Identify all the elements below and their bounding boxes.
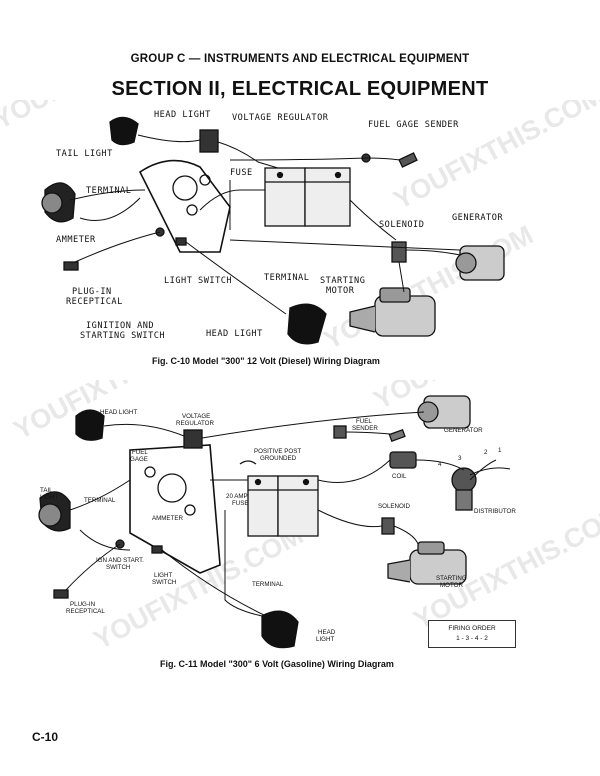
- wiring-diagram-c10: YOUFIXTHIS.COM YOUFIXTHIS.COM YOUFIXTHIS…: [0, 100, 600, 355]
- label-head-1: HEAD: [318, 629, 336, 636]
- wiring-diagram-c11: YOUFIXTHIS.COM YOUFIXTHIS.COM YOUFIXTHIS…: [9, 380, 600, 655]
- group-title: GROUP C — INSTRUMENTS AND ELECTRICAL EQU…: [130, 53, 470, 65]
- label-starting-motor-2: MOTOR: [326, 286, 355, 296]
- page-number: C-10: [32, 730, 59, 744]
- label-fuel-2: SENDER: [352, 425, 378, 432]
- label-solenoid: SOLENOID: [379, 220, 424, 230]
- label-terminal-left: TERMINAL: [84, 497, 116, 504]
- label-light-switch: LIGHT SWITCH: [164, 276, 232, 286]
- watermark-text: YOUFIXTHIS.COM: [389, 100, 600, 215]
- label-ignition-1: IGNITION AND: [86, 321, 154, 331]
- figure-c11-caption: Fig. C-11 Model "300" 6 Volt (Gasoline) …: [160, 659, 394, 669]
- voltage-regulator-icon: [199, 129, 219, 153]
- light-switch-icon: [175, 237, 187, 246]
- solenoid-icon: [391, 241, 407, 263]
- dash-panel-icon: [129, 444, 221, 574]
- plug-in-receptical-icon: [53, 589, 69, 599]
- head-light-bottom-icon: [287, 303, 327, 345]
- label-fuel-gage-sender: FUEL GAGE SENDER: [368, 120, 459, 130]
- label-generator: GENERATOR: [452, 213, 503, 223]
- label-voltage-1: VOLTAGE: [182, 413, 210, 420]
- label-starting-2: MOTOR: [440, 582, 463, 589]
- label-terminal-mid: TERMINAL: [264, 273, 309, 283]
- label-plug-1: PLUG-IN: [70, 601, 95, 608]
- label-solenoid: SOLENOID: [378, 503, 411, 510]
- wire-harness: [65, 411, 511, 617]
- label-ammeter: AMMETER: [152, 515, 183, 522]
- head-light-bottom-icon: [261, 610, 299, 649]
- label-starting-1: STARTING: [436, 575, 467, 582]
- label-starting-motor-1: STARTING: [320, 276, 365, 286]
- tail-light-icon: [41, 182, 76, 223]
- light-switch-icon: [151, 545, 163, 554]
- starting-motor-icon: [349, 287, 436, 337]
- section-title: SECTION II, ELECTRICAL EQUIPMENT: [111, 78, 489, 100]
- label-positive-2: GROUNDED: [260, 455, 297, 462]
- label-head-2: LIGHT: [316, 636, 334, 643]
- label-fuel-gage-1: FUEL: [132, 449, 148, 456]
- distributor-icon: [451, 467, 477, 511]
- solenoid-icon: [381, 517, 395, 535]
- generator-icon: [455, 245, 505, 281]
- label-terminal-left: TERMINAL: [86, 186, 131, 196]
- label-positive-1: POSITIVE POST: [254, 448, 301, 455]
- label-head-light-bottom: HEAD LIGHT: [206, 329, 263, 339]
- label-cyl-4: 4: [438, 461, 442, 468]
- wire-harness: [69, 134, 461, 315]
- label-plug-2: RECEPTICAL: [66, 608, 105, 615]
- figure-c10-caption: Fig. C-10 Model "300" 12 Volt (Diesel) W…: [152, 356, 380, 366]
- dash-panel-icon: [138, 159, 231, 253]
- label-fuel-gage-2: GAGE: [130, 456, 148, 463]
- label-tail-light: TAIL LIGHT: [56, 149, 113, 159]
- voltage-regulator-icon: [183, 429, 203, 449]
- label-ign-2: SWITCH: [106, 564, 130, 571]
- label-ign-1: IGN AND START.: [96, 557, 144, 564]
- label-tail-1: TAIL: [40, 487, 53, 494]
- label-voltage-2: REGULATOR: [176, 420, 214, 427]
- watermark-text: YOUFIXTHIS.COM: [369, 380, 588, 415]
- label-amp-2: FUSE: [232, 500, 249, 507]
- tail-light-icon: [38, 491, 71, 532]
- label-amp-1: 20 AMP: [226, 493, 248, 500]
- label-coil: COIL: [392, 473, 407, 480]
- label-light-1: LIGHT: [154, 572, 172, 579]
- firing-order-value: 1 - 3 - 4 - 2: [456, 635, 488, 642]
- label-light-2: SWITCH: [152, 579, 176, 586]
- label-head-light-top: HEAD LIGHT: [100, 409, 137, 416]
- firing-order-box: FIRING ORDER 1 - 3 - 4 - 2: [428, 620, 516, 648]
- generator-icon: [417, 395, 471, 429]
- label-ammeter: AMMETER: [56, 235, 96, 245]
- coil-icon: [389, 451, 417, 469]
- label-terminal-bottom: TERMINAL: [252, 581, 284, 588]
- label-tail-2: LIGHT: [40, 494, 58, 501]
- battery-icon: [264, 167, 351, 227]
- plug-in-receptical-icon: [63, 261, 79, 271]
- label-fuse: FUSE: [230, 168, 253, 178]
- head-light-top-icon: [75, 409, 105, 441]
- label-fuel-1: FUEL: [356, 418, 372, 425]
- label-cyl-1: 1: [498, 447, 502, 454]
- label-distributor: DISTRIBUTOR: [474, 508, 516, 515]
- label-generator: GENERATOR: [444, 427, 483, 434]
- fuel-gage-sender-icon: [361, 152, 418, 168]
- label-head-light-top: HEAD LIGHT: [154, 110, 211, 120]
- head-light-top-icon: [109, 116, 139, 146]
- battery-icon: [239, 460, 319, 537]
- label-plug-in-1: PLUG-IN: [72, 287, 112, 297]
- label-cyl-3: 3: [458, 455, 462, 462]
- label-voltage-regulator: VOLTAGE REGULATOR: [232, 113, 329, 123]
- label-ignition-2: STARTING SWITCH: [80, 331, 165, 341]
- label-plug-in-2: RECEPTICAL: [66, 297, 123, 307]
- firing-order-title: FIRING ORDER: [448, 625, 496, 632]
- label-cyl-2: 2: [484, 449, 488, 456]
- starting-motor-icon: [387, 541, 467, 585]
